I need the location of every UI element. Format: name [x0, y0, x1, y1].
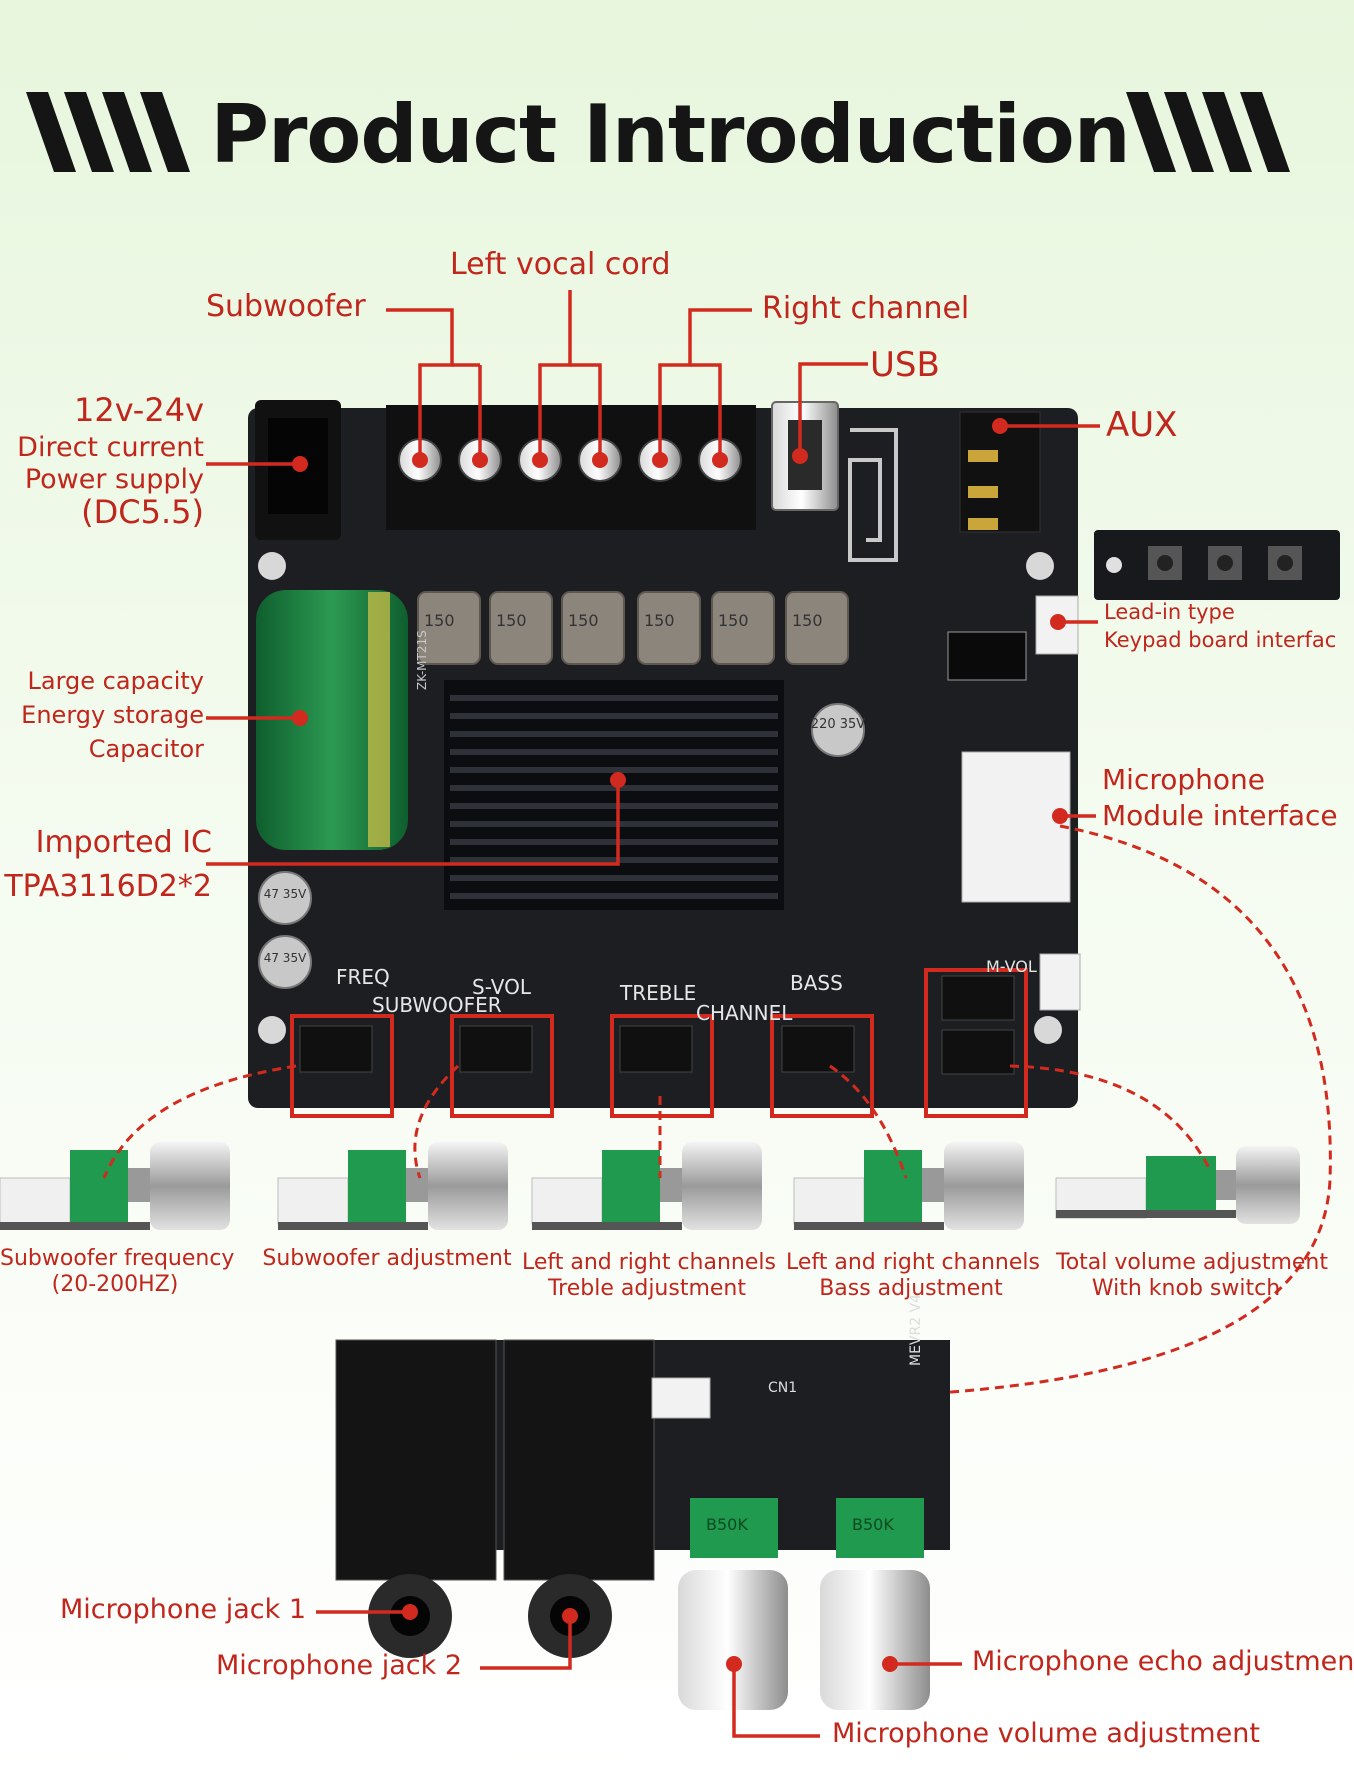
silk-inductor-1: 150	[424, 611, 455, 630]
label-ic-model: TPA3116D2*2	[4, 869, 212, 904]
caption-knob-4-line2: Bass adjustment	[819, 1276, 1003, 1301]
label-keypad-2: Keypad board interfac	[1104, 628, 1337, 652]
silk-inductor-4: 150	[644, 611, 675, 630]
heatsink	[444, 680, 784, 910]
silk-inductor-2: 150	[496, 611, 527, 630]
main-board	[248, 400, 1081, 1118]
label-capacitor-3: Capacitor	[88, 735, 204, 763]
silk-subwoofer: SUBWOOFER	[372, 993, 502, 1017]
label-power-dc: Direct current	[17, 432, 204, 463]
silk-channel: CHANNEL	[696, 1001, 793, 1025]
label-capacitor-2: Energy storage	[21, 701, 204, 729]
label-mic-volume: Microphone volume adjustment	[832, 1718, 1260, 1749]
label-mic-jack-1: Microphone jack 1	[60, 1594, 307, 1625]
silk-pot-2: B50K	[852, 1515, 894, 1534]
speaker-terminal-block	[386, 405, 756, 530]
silk-inductor-3: 150	[568, 611, 599, 630]
knob-module-5	[1055, 1146, 1300, 1224]
label-mic-module-1: Microphone	[1102, 763, 1265, 796]
silk-pot-1: B50K	[706, 1515, 748, 1534]
caption-knob-1-line1: Subwoofer frequency	[0, 1246, 235, 1271]
silk-svol: S-VOL	[472, 975, 531, 999]
title-stripes-left	[26, 92, 196, 176]
label-usb: USB	[870, 345, 940, 385]
silk-cap-47-b: 47 35V	[263, 951, 307, 965]
silk-cap-220: 220 35V	[810, 717, 866, 732]
knob-module-4	[793, 1142, 1024, 1230]
label-aux: AUX	[1106, 405, 1178, 445]
silk-inductor-6: 150	[792, 611, 823, 630]
silk-mvol: M-VOL	[986, 957, 1037, 976]
knob-module-2	[277, 1142, 508, 1230]
label-imported-ic: Imported IC	[35, 825, 212, 860]
label-power-voltage: 12v-24v	[74, 391, 204, 429]
caption-knob-1-line2: (20-200HZ)	[51, 1272, 179, 1297]
caption-knob-4-line1: Left and right channels	[786, 1250, 1040, 1275]
silk-treble: TREBLE	[620, 981, 697, 1005]
caption-knob-5-line1: Total volume adjustment	[1056, 1250, 1328, 1275]
label-subwoofer: Subwoofer	[206, 289, 366, 324]
caption-knob-3-line2: Treble adjustment	[547, 1276, 747, 1301]
silk-ic-model: ZK-MT21S	[415, 630, 429, 690]
silk-freq: FREQ	[336, 965, 390, 989]
label-keypad-1: Lead-in type	[1104, 600, 1235, 624]
caption-knob-2-line1: Subwoofer adjustment	[262, 1246, 512, 1271]
title-stripes-right	[1126, 92, 1296, 176]
knob-module-3	[531, 1142, 762, 1230]
page-title: Product Introduction	[210, 88, 1130, 181]
label-power-supply: Power supply	[24, 464, 204, 495]
label-mic-module-2: Module interface	[1102, 799, 1338, 832]
mic-module-connector	[961, 751, 1071, 903]
label-right-channel: Right channel	[762, 291, 970, 326]
knob-module-1	[0, 1142, 230, 1230]
caption-knob-5-line2: With knob switch	[1091, 1276, 1281, 1301]
silk-mic-model: MEVR2 V4	[908, 1293, 924, 1366]
silk-bass: BASS	[790, 971, 843, 995]
label-mic-jack-2: Microphone jack 2	[216, 1650, 463, 1681]
silk-cn1: CN1	[768, 1380, 798, 1396]
keypad-board	[1094, 530, 1340, 600]
label-left-vocal-cord: Left vocal cord	[450, 247, 671, 282]
label-power-dc55: (DC5.5)	[81, 493, 204, 531]
silk-inductor-5: 150	[718, 611, 749, 630]
label-capacitor-1: Large capacity	[27, 667, 204, 695]
label-mic-echo: Microphone echo adjustmen	[972, 1646, 1354, 1677]
silk-cap-47-a: 47 35V	[263, 887, 307, 901]
caption-knob-3-line1: Left and right channels	[522, 1250, 776, 1275]
